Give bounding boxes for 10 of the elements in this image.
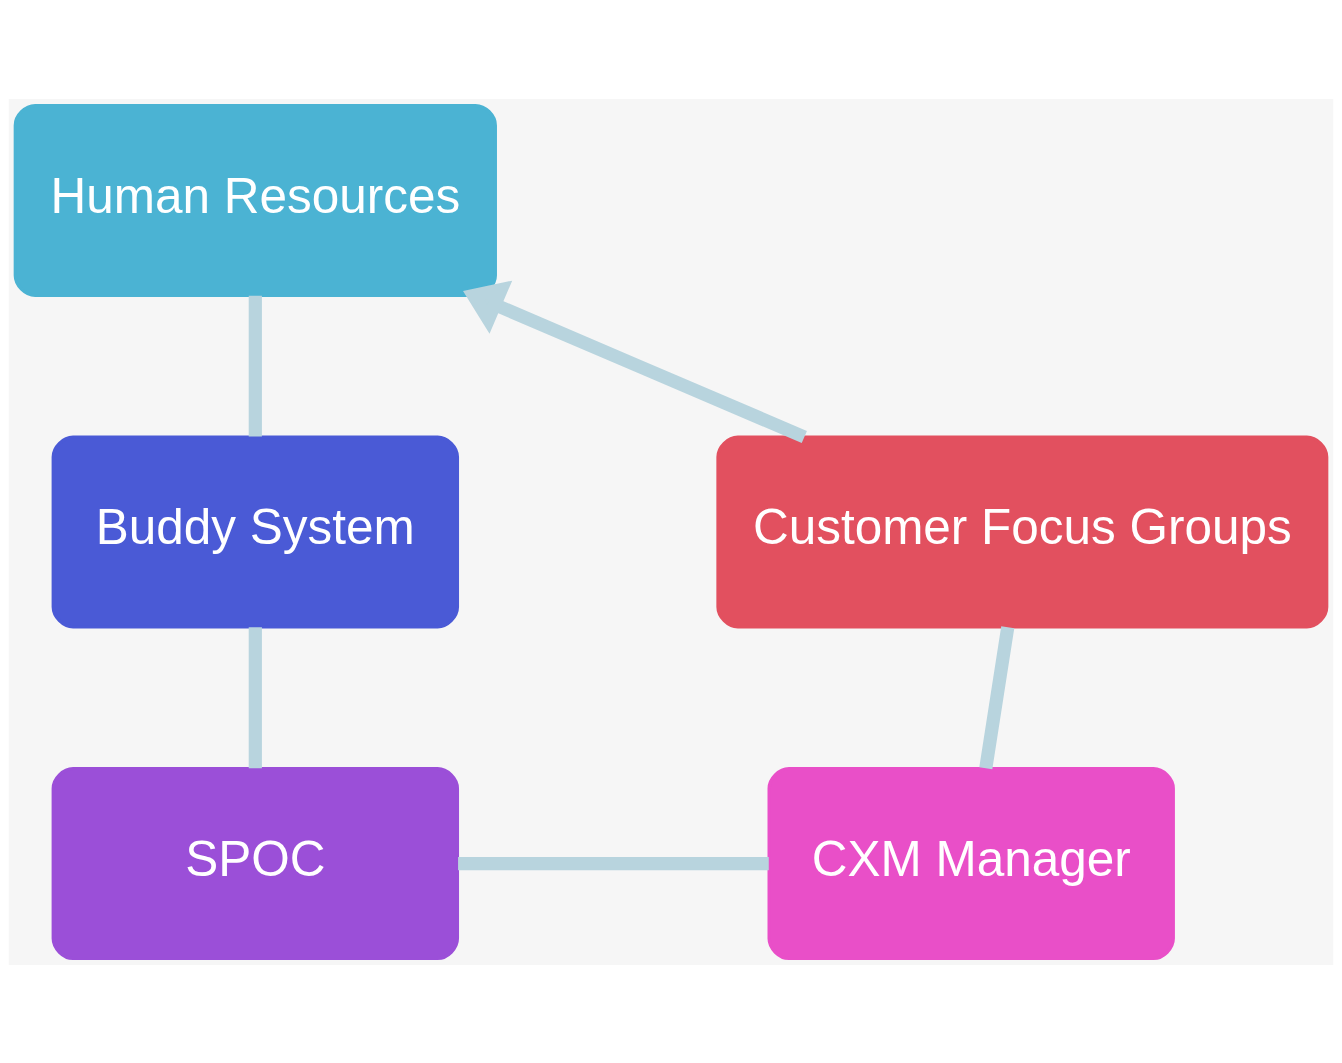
- connector: [248, 295, 262, 437]
- connector: [248, 626, 262, 768]
- node-box: SPOC: [51, 766, 460, 960]
- node-box: Human Resources: [13, 103, 497, 297]
- node-box: Customer Focus Groups: [716, 435, 1329, 628]
- connector: [458, 856, 769, 870]
- connector: [979, 625, 1015, 769]
- node-box: Buddy System: [51, 435, 460, 628]
- node-box: CXM Manager: [767, 766, 1175, 960]
- arrow: [463, 280, 807, 443]
